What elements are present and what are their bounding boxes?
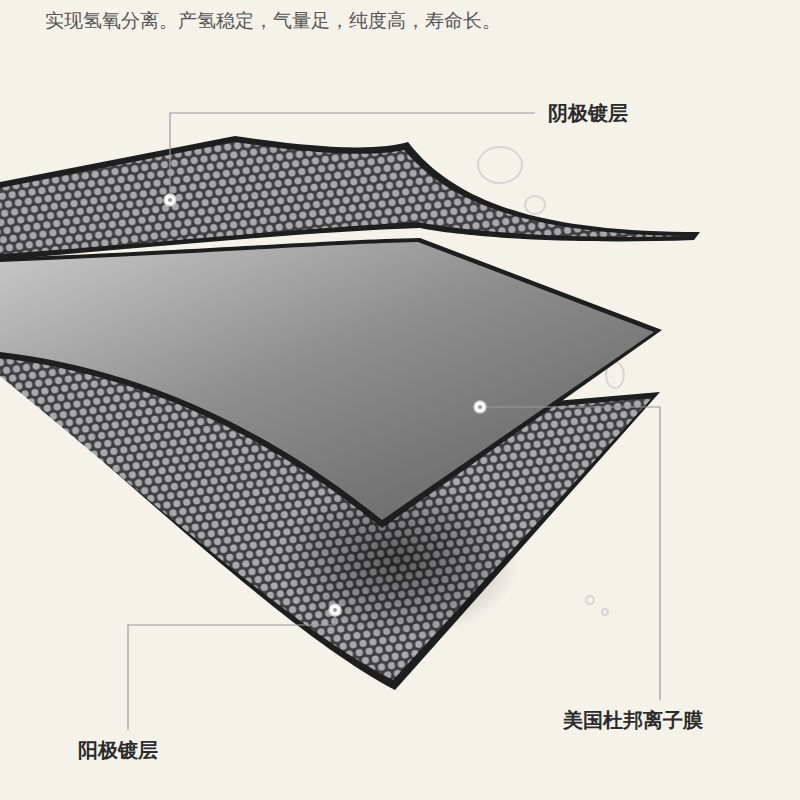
part-label: 美国杜邦离子膜 [563, 707, 703, 734]
intro-text: 实现氢氧分离。产氢稳定，气量足，纯度高，寿命长。 [45, 8, 501, 34]
part-label: 阴极镀层 [548, 100, 628, 127]
part-label: 阳极镀层 [78, 737, 158, 764]
